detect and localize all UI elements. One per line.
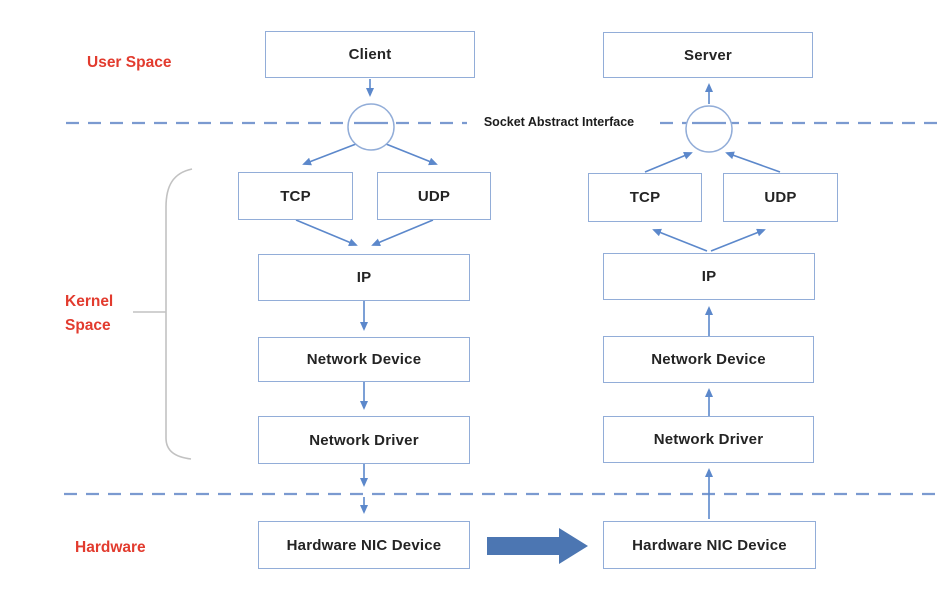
server-nic-box: Hardware NIC Device	[603, 521, 816, 569]
server-tcp-box: TCP	[588, 173, 702, 222]
server-network-driver-box: Network Driver	[603, 416, 814, 463]
client-flow-arrows	[295, 79, 438, 514]
nic-to-nic-flow-arrow-icon	[487, 528, 588, 564]
socket-to-udp-arrow	[385, 143, 438, 166]
kernel-space-brace	[165, 168, 193, 460]
client-udp-box: UDP	[377, 172, 491, 220]
server-ip-box: IP	[603, 253, 815, 300]
kernel-space-label: Kernel Space	[65, 293, 114, 334]
client-network-device-box: Network Device	[258, 337, 470, 382]
server-socket-circle	[685, 105, 733, 153]
client-network-driver-box: Network Driver	[258, 416, 470, 464]
socket-to-tcp-arrow	[302, 143, 357, 166]
server-udp-box: UDP	[723, 173, 838, 222]
ip-to-udp-arrow	[710, 228, 766, 252]
client-socket-circle	[347, 103, 395, 151]
udp-to-socket-arrow	[725, 151, 781, 173]
server-network-device-box: Network Device	[603, 336, 814, 383]
hardware-label: Hardware	[75, 539, 146, 556]
user-space-label: User Space	[87, 54, 172, 71]
client-ip-box: IP	[258, 254, 470, 301]
socket-abstract-interface-label: Socket Abstract Interface	[467, 114, 651, 130]
server-box: Server	[603, 32, 813, 78]
udp-to-ip-arrow	[371, 219, 434, 246]
client-box: Client	[265, 31, 475, 78]
client-tcp-box: TCP	[238, 172, 353, 220]
client-nic-box: Hardware NIC Device	[258, 521, 470, 569]
tcp-to-socket-arrow	[644, 151, 693, 173]
ip-to-tcp-arrow	[652, 228, 708, 252]
server-flow-arrows	[644, 83, 781, 519]
tcp-to-ip-arrow	[295, 219, 358, 246]
